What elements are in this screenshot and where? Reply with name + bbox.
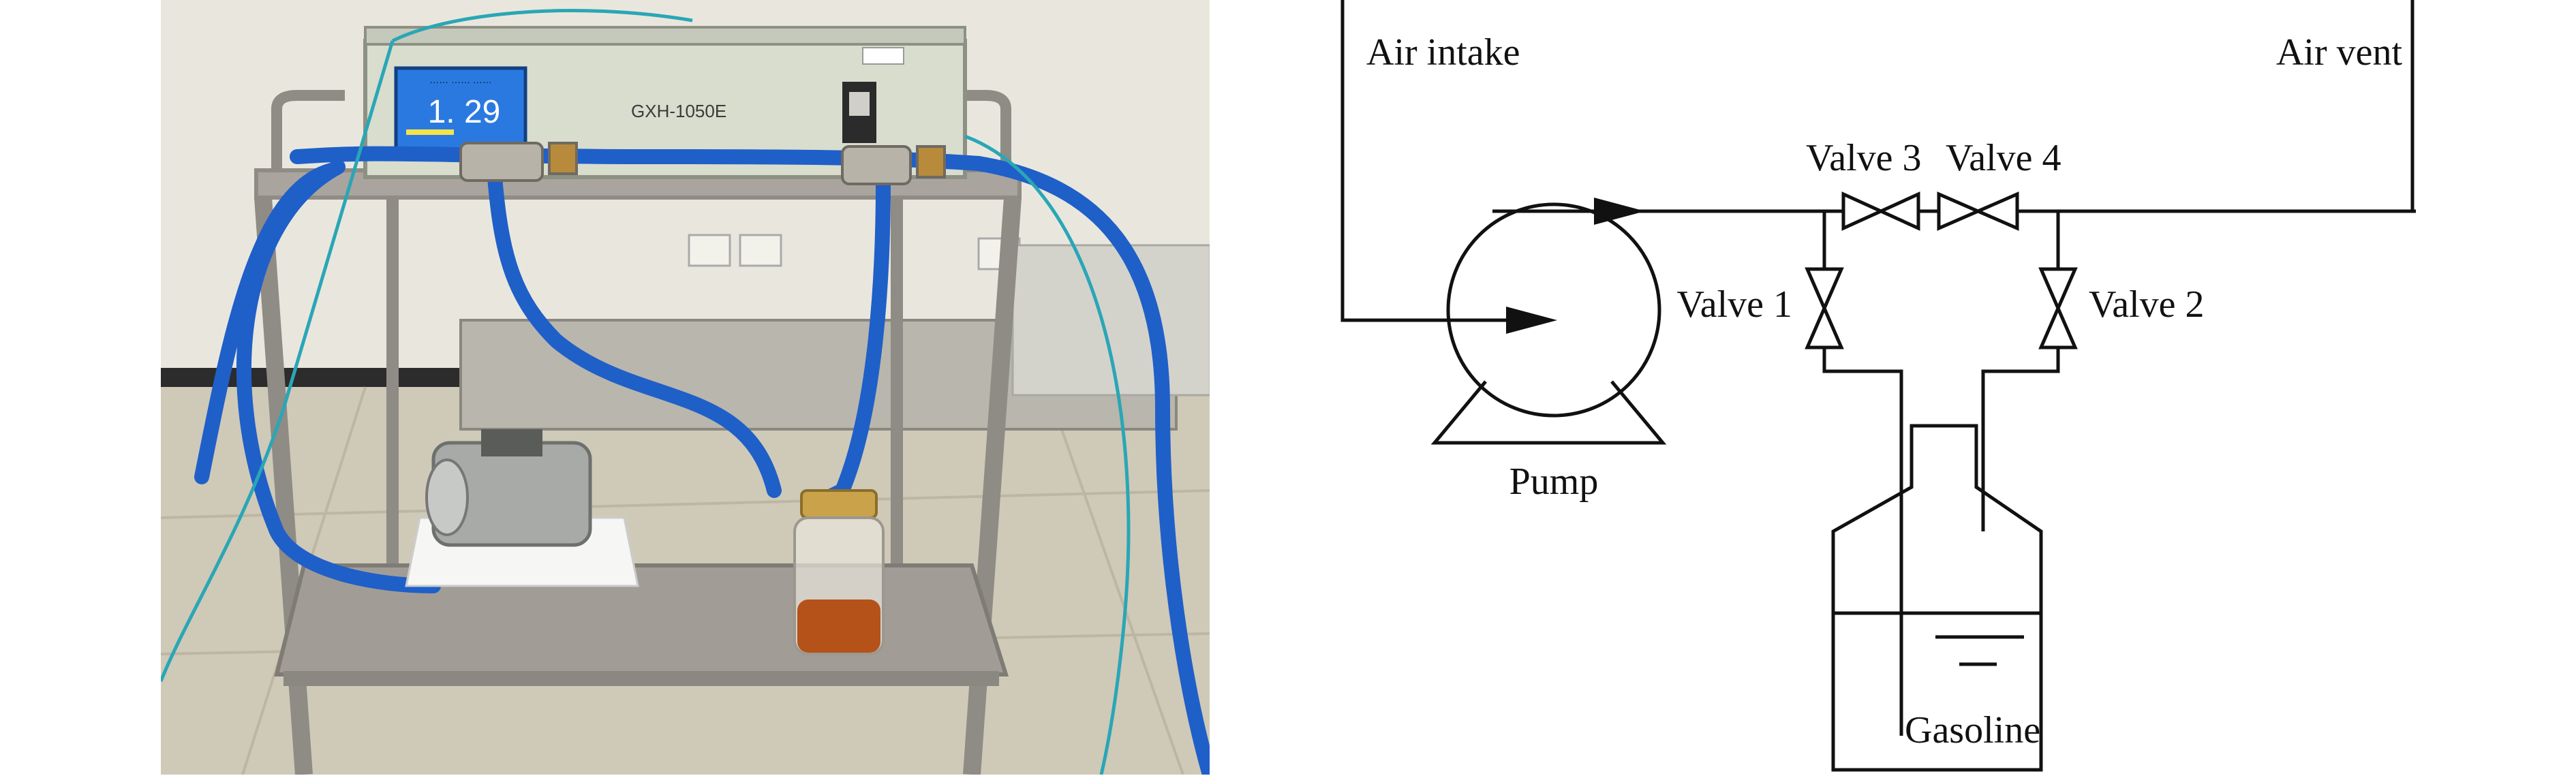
air-intake-label: Air intake bbox=[1366, 31, 1520, 74]
pump-symbol bbox=[1446, 202, 1661, 418]
outlet-arrow bbox=[1594, 198, 1645, 225]
screen-reading: 1. 29 bbox=[428, 94, 501, 130]
wall-outlet bbox=[739, 234, 782, 267]
screen-header: …… …… …… bbox=[429, 74, 492, 85]
analyzer-screen bbox=[394, 66, 527, 152]
pump-arrow bbox=[1506, 307, 1557, 334]
valve3-label: Valve 3 bbox=[1806, 137, 1922, 179]
air-vent-label: Air vent bbox=[2276, 31, 2403, 74]
device-model: GXH-1050E bbox=[631, 101, 726, 121]
valve1-symbol bbox=[1805, 267, 1844, 349]
apparatus-photo: …… …… …… 1. 29 GXH-1050E bbox=[161, 0, 1210, 775]
lower-shelf-rail bbox=[283, 671, 999, 686]
valve-fittings bbox=[459, 142, 946, 185]
valve2-label: Valve 2 bbox=[2089, 283, 2205, 326]
air-intake-line bbox=[1340, 0, 1448, 322]
schematic-diagram: Air intake Air vent Valve 3 Valve 4 Valv… bbox=[1336, 0, 2436, 775]
screen-bar bbox=[406, 129, 454, 135]
valve4-symbol bbox=[1937, 191, 2019, 231]
pump-base bbox=[1430, 380, 1667, 445]
gasoline-bottle bbox=[793, 489, 885, 655]
schematic-drawing: Air intake Air vent Valve 3 Valve 4 Valv… bbox=[1340, 0, 2436, 772]
apparatus-photo-drawing: …… …… …… 1. 29 GXH-1050E bbox=[161, 0, 1210, 775]
valve1-label: Valve 1 bbox=[1676, 283, 1792, 326]
cables bbox=[161, 9, 1131, 775]
background-box bbox=[1011, 244, 1210, 396]
valve1-lower-line bbox=[1822, 347, 1903, 736]
gasoline-bottle-symbol bbox=[1831, 424, 2043, 772]
valve4-label: Valve 4 bbox=[1946, 137, 2061, 179]
gasoline-label: Gasoline bbox=[1905, 709, 2040, 751]
valve2-symbol bbox=[2038, 267, 2078, 349]
wall-outlet bbox=[688, 234, 731, 267]
pump-label: Pump bbox=[1509, 461, 1599, 503]
valve3-symbol bbox=[1841, 191, 1920, 231]
valve2-lower-line bbox=[1981, 347, 2060, 531]
